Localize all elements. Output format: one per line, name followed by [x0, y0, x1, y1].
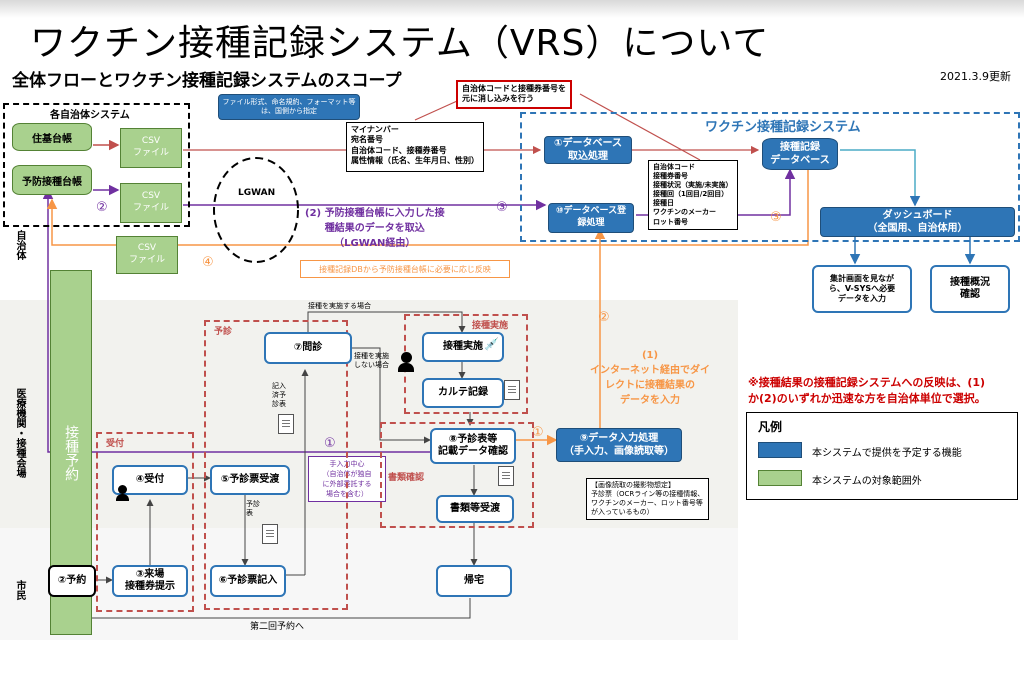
csv-file-1: CSV ファイル [120, 128, 182, 168]
injection-step: 接種実施 [422, 332, 504, 362]
document-icon [278, 414, 294, 434]
top-gradient [0, 0, 1024, 18]
chart-record-step: カルテ記録 [422, 378, 504, 408]
reflect-note: 接種記録DBから予防接種台帳に必要に応じ反映 [300, 260, 510, 278]
municipal-systems-title: 各自治体システム [50, 110, 130, 121]
document-group [380, 422, 534, 528]
lgwan-route-note: (2) 予防接種台帳に入力した接 種結果のデータを取込 （LGWAN経由） [305, 208, 445, 249]
data-input-process: ⑨データ入力処理 （手入力、画像読取等） [556, 428, 682, 462]
legend-title: 凡例 [758, 420, 783, 434]
lane-label-municipality: 自治体 [14, 230, 25, 260]
exam-receive-step: ⑤予診票受渡 [210, 465, 290, 495]
circle-3-purple: ③ [496, 200, 508, 215]
document-icon [504, 380, 520, 400]
booking-step: ②予約 [48, 565, 96, 597]
my-number-block: マイナンバー 宛名番号 自治体コード、接種券番号 属性情報（氏名、生年月日、性別… [346, 122, 484, 172]
document-group-label: 書類確認 [388, 473, 425, 483]
lane-label-citizen: 市民 [14, 580, 25, 600]
id-match-note: 自治体コードと接種券番号を 元に消し込みを行う [456, 80, 572, 109]
interview-step: ⑦問診 [264, 332, 352, 364]
resident-registry: 住基台帳 [12, 123, 92, 151]
selection-note: ※接種結果の接種記録システムへの反映は、(1) か(2)のいずれか迅速な方を自治… [748, 376, 986, 405]
visit-step: ③来場 接種券提示 [112, 565, 188, 597]
document-icon [262, 524, 278, 544]
circle-3-orange: ③ [770, 210, 782, 225]
lgwan-label: LGWAN [238, 188, 276, 198]
record-fields-block: 自治体コード 接種券番号 接種状況（実施/未実施） 接種回（1回目/2回目） 接… [648, 160, 738, 230]
filled-sheet-label: 記入 済予 診表 [272, 382, 286, 409]
csv-file-3: CSV ファイル [116, 236, 178, 274]
document-handover-step: 書類等受渡 [436, 495, 514, 523]
exam-fill-step: ⑥予診票記入 [210, 565, 286, 597]
page-subtitle: 全体フローとワクチン接種記録システムのスコープ [12, 71, 402, 91]
no-injection-label: 接種を実施 しない場合 [354, 352, 389, 370]
dashboard: ダッシュボード （全国用、自治体用） [820, 207, 1015, 237]
db-register-process: ⑩データベース登 録処理 [548, 203, 634, 233]
update-date: 2021.3.9更新 [940, 70, 1011, 83]
doctor-icon [398, 352, 414, 374]
legend-swatch-blue [758, 442, 802, 458]
circle-1-orange: ① [532, 425, 544, 440]
document-icon [498, 466, 514, 486]
circle-2-purple-left: ② [96, 200, 108, 215]
file-format-note: ファイル形式、命名規約、フォーマット等は、国側から指定 [218, 94, 360, 120]
person-icon [116, 485, 129, 503]
vaccination-database: 接種記録 データベース [762, 138, 838, 170]
exam-group-label: 予診 [214, 327, 233, 337]
db-import-process: ①データベース 取込処理 [544, 136, 632, 164]
overview-box: 接種概況 確認 [930, 265, 1010, 313]
legend-in-scope: 本システムで提供を予定する機能 [812, 448, 962, 459]
legend-out-scope: 本システムの対象範囲外 [812, 476, 922, 487]
syringe-icon: 💉 [484, 337, 499, 351]
circle-4-orange: ④ [202, 255, 214, 270]
lane-label-medical: 医療機関・接種会場 [14, 388, 25, 478]
circle-1-purple: ① [324, 436, 336, 451]
injection-group-label: 接種実施 [472, 321, 509, 331]
vrs-title: ワクチン接種記録システム [705, 120, 861, 135]
reception-group-label: 受付 [106, 439, 125, 449]
data-check-step: ⑧予診表等 記載データ確認 [430, 428, 516, 464]
csv-file-2: CSV ファイル [120, 183, 182, 223]
vrs-scope-box [520, 112, 1020, 242]
internet-route-note: (1) インターネット経由でダイ レクトに接種結果の データを入力 [590, 350, 710, 406]
legend-swatch-green [758, 470, 802, 486]
municipal-systems-box [3, 103, 190, 227]
reception-group [96, 432, 194, 612]
vaccination-registry: 予防接種台帳 [12, 165, 92, 195]
image-read-note: 【画像読取の撮影物想定】 予診票（OCRライン等の接種情報、 ワクチンのメーカー… [586, 478, 710, 521]
second-booking-label: 第二回予約へ [250, 622, 305, 632]
return-home-step: 帰宅 [436, 565, 512, 597]
exam-group [204, 320, 348, 610]
aggregate-input-box: 集計画面を見なが ら、V-SYSへ必要 データを入力 [812, 265, 912, 313]
circle-2-orange: ② [598, 310, 610, 325]
do-injection-label: 接種を実施する場合 [308, 302, 371, 310]
page-title: ワクチン接種記録システム（VRS）について [30, 23, 770, 64]
exam-sheet-label: 予診 表 [246, 500, 260, 518]
